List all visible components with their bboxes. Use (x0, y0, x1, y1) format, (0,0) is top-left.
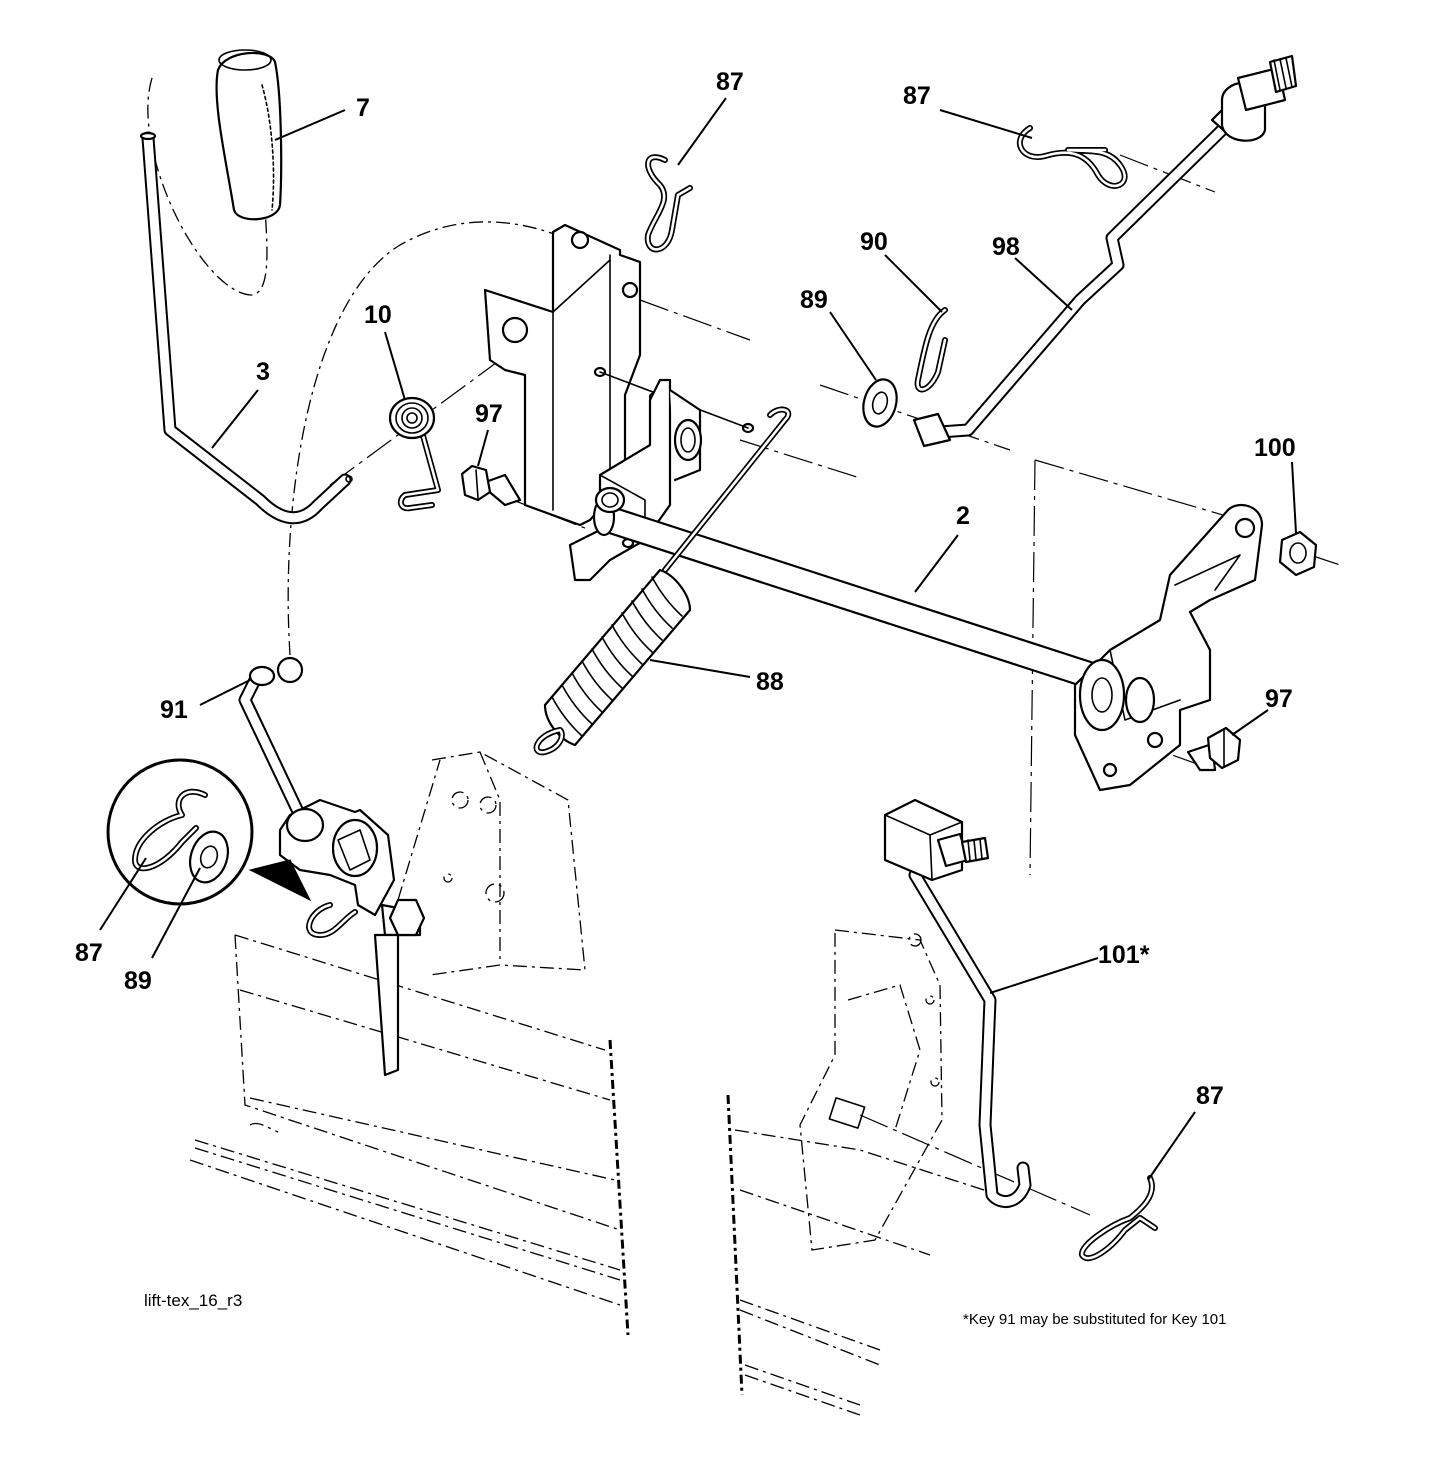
lift-handle-part-3 (139, 131, 353, 525)
torsion-spring-part-10 (388, 396, 441, 512)
adjust-rod-part-98 (912, 54, 1298, 448)
nut-part-100 (1278, 530, 1318, 577)
callout-3: 3 (256, 358, 270, 386)
callout-97-left: 97 (475, 400, 503, 428)
bolt-part-97-left (460, 464, 522, 507)
callout-89-upper: 89 (800, 286, 828, 314)
grip-part-7 (215, 49, 283, 221)
callout-87-upper-right: 87 (903, 82, 931, 110)
hairpin-clip-part-87-lower-right (1079, 1175, 1158, 1262)
callout-87-lower-right: 87 (1196, 1082, 1224, 1110)
callout-7: 7 (356, 94, 370, 122)
pin-part-90 (914, 307, 948, 393)
lift-link-part-91 (238, 656, 441, 1077)
callout-100: 100 (1254, 434, 1296, 462)
callout-98: 98 (992, 233, 1020, 261)
washer-part-89-upper (862, 378, 898, 428)
hairpin-clip-part-87-upper-right (1016, 125, 1128, 189)
callout-87-top: 87 (716, 68, 744, 96)
diagram-caption: lift-tex_16_r3 (144, 1291, 242, 1310)
callout-10: 10 (364, 301, 392, 329)
callout-101: 101* (1098, 941, 1150, 969)
callout-88: 88 (756, 668, 784, 696)
lift-link-part-101 (883, 798, 1032, 1208)
callout-89-inset: 89 (124, 967, 152, 995)
footnote: *Key 91 may be substituted for Key 101 (963, 1311, 1227, 1328)
callout-97-right: 97 (1265, 685, 1293, 713)
callout-87-inset: 87 (75, 939, 103, 967)
callout-90: 90 (860, 228, 888, 256)
bolt-part-97-right (1186, 726, 1242, 772)
right-lift-bracket (1073, 503, 1264, 792)
callout-91: 91 (160, 696, 188, 724)
hairpin-clip-part-87-top (644, 154, 693, 253)
leader-lines (99, 97, 1297, 1181)
callout-2: 2 (956, 502, 970, 530)
frame-phantom (189, 751, 1016, 1416)
extension-spring-part-88 (533, 406, 792, 756)
callout-labels: 7 87 87 90 98 89 10 3 97 100 2 88 91 97 … (75, 68, 1296, 1110)
